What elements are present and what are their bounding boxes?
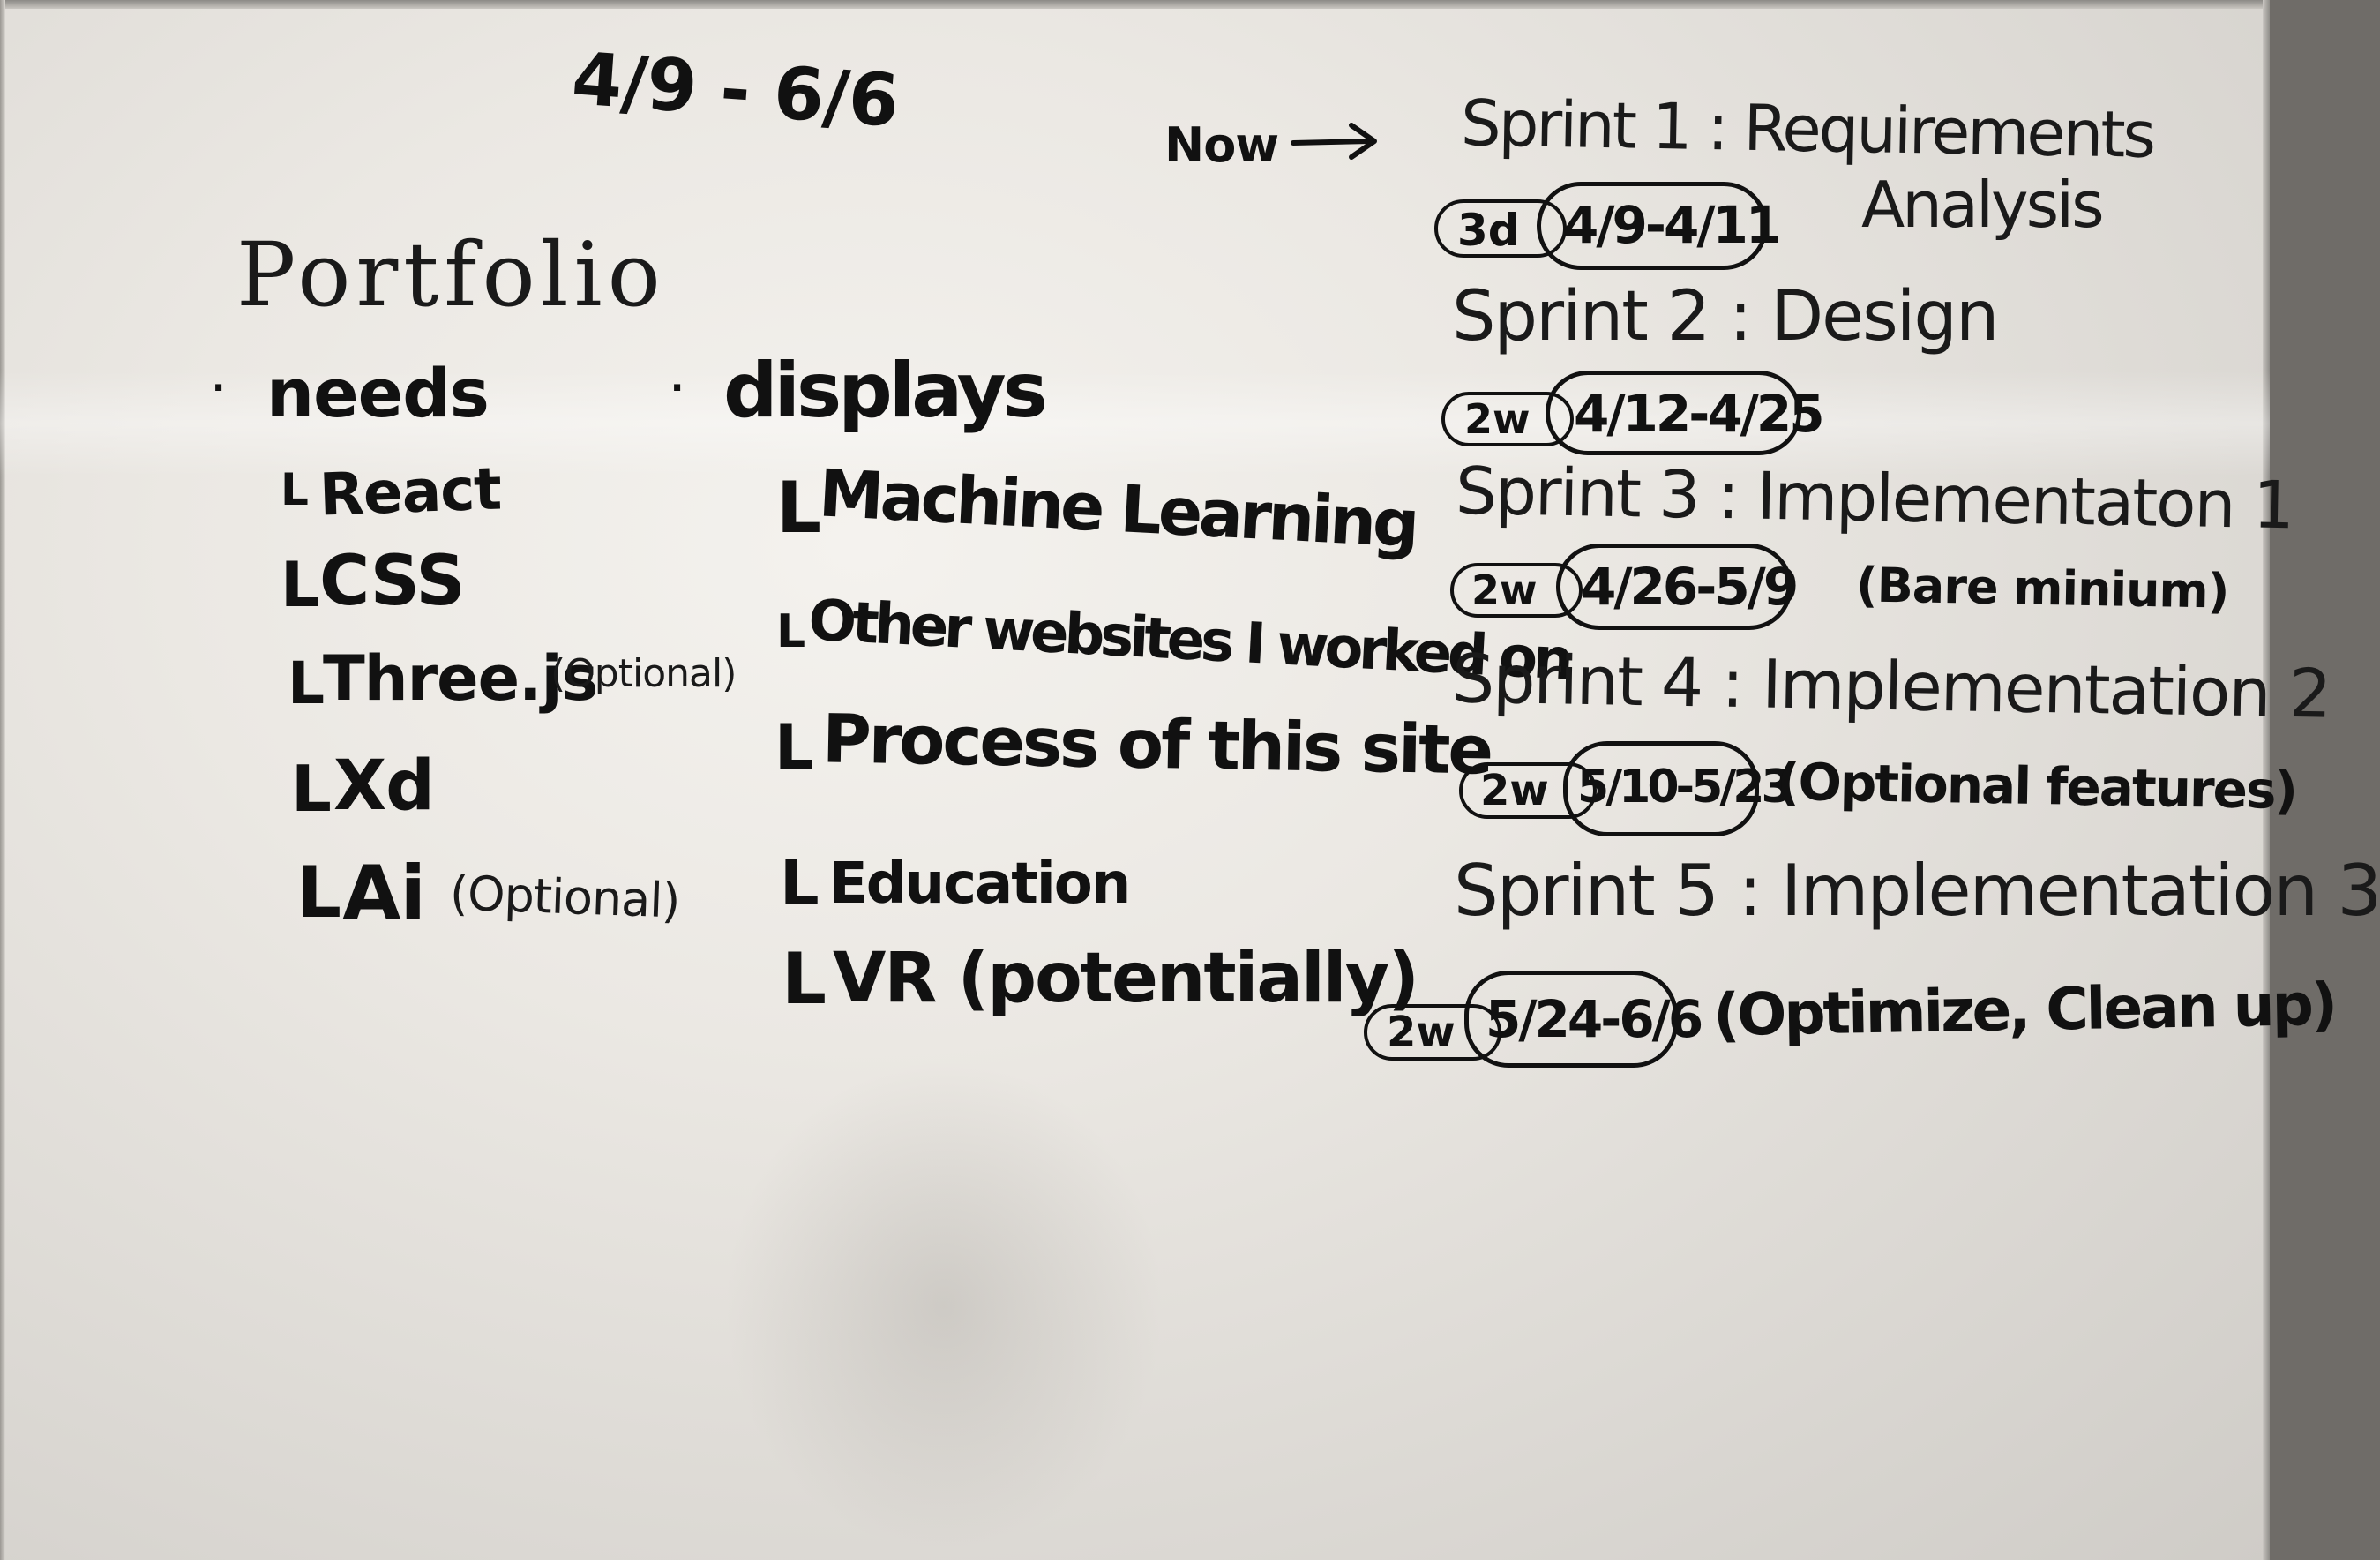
sprint-dates-pill [1464, 971, 1678, 1068]
needs-optional-note: (Optional) [448, 865, 681, 929]
sprint-dates: 5/10-5/23 [1577, 761, 1793, 814]
reflection-shadow [723, 1059, 1164, 1553]
sprint-note: (Optional features) [1776, 751, 2297, 821]
displays-item-marker: L [782, 938, 827, 1020]
sprint-dates-pill [1537, 182, 1768, 270]
needs-item-marker: L [296, 851, 341, 934]
displays-item: Education [829, 851, 1131, 917]
displays-item: Process of this site [821, 699, 1492, 790]
needs-item-marker: L [281, 464, 309, 515]
sprint-title: Sprint 1 : Requirements [1460, 86, 2154, 172]
needs-item-marker: L [291, 752, 332, 826]
sprint-dates-pill [1563, 741, 1759, 836]
displays-item-marker: L [776, 467, 821, 549]
now-label: Now [1164, 117, 1279, 173]
sprint-dates: 4/9-4/11 [1563, 195, 1781, 255]
needs-item: Three.js [323, 642, 598, 715]
sprint-dates-pill [1546, 371, 1801, 455]
sprint-dates-pill [1556, 544, 1792, 630]
displays-item-marker: L [776, 605, 805, 658]
whiteboard-frame-right [2263, 0, 2270, 1560]
displays-heading: displays [723, 347, 1048, 435]
needs-heading: needs [266, 354, 490, 432]
sprint-dates: 4/26-5/9 [1581, 557, 1799, 617]
whiteboard-frame-left [0, 0, 5, 1560]
sprint-duration: 2w [1387, 1008, 1456, 1057]
sprint-title: Sprint 2 : Design [1452, 277, 1999, 356]
sprint-title: Sprint 4 : Implementation 2 [1451, 639, 2331, 733]
sprint-duration: 2w [1480, 766, 1549, 815]
portfolio-title: Portfolio [236, 223, 666, 326]
sprint-title: Sprint 3 : Implementaton 1 [1455, 453, 2294, 544]
whiteboard-frame-top [0, 0, 2270, 9]
needs-item: Xd [333, 746, 435, 826]
needs-item-marker: L [288, 649, 325, 717]
displays-item-marker: L [775, 711, 814, 784]
displays-item: VR (potentially) [833, 939, 1419, 1018]
sprint-dates: 4/12-4/25 [1574, 384, 1825, 444]
displays-bullet: · [670, 368, 684, 409]
needs-optional-note: (Optional) [550, 651, 737, 696]
needs-item: CSS [319, 542, 466, 621]
sprint-note: (Bare minium) [1855, 557, 2229, 619]
sprint-title-continued: Analysis [1861, 168, 2105, 242]
sprint-duration-pill [1459, 762, 1597, 819]
needs-item-marker: L [281, 549, 320, 621]
needs-bullet: · [212, 368, 225, 409]
sprint-duration: 2w [1464, 395, 1531, 443]
arrow-right-icon [1291, 123, 1377, 160]
sprint-dates: 5/24-6/6 [1486, 989, 1703, 1049]
sprint-duration: 2w [1471, 566, 1538, 614]
sprint-note: (Optimize, Clean up) [1712, 970, 2336, 1050]
displays-item-marker: L [780, 847, 820, 919]
sprint-duration: 3d [1457, 205, 1520, 256]
sprint-title: Sprint 5 : Implementation 3 [1454, 850, 2380, 932]
date-range: 4/9 - 6/6 [569, 37, 902, 144]
displays-item: Machine Learning [817, 455, 1418, 563]
needs-item: React [318, 454, 503, 529]
needs-item: Ai [342, 850, 426, 938]
